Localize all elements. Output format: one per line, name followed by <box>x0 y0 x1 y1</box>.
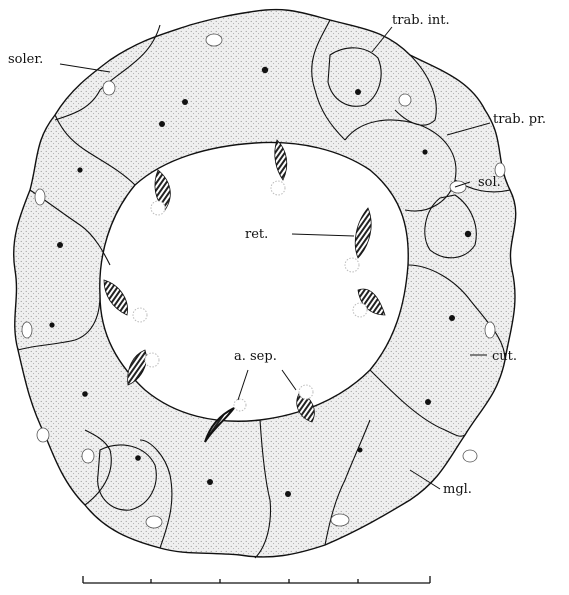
label-ret: ret. <box>245 227 268 242</box>
label-a-sep: a. sep. <box>234 349 277 364</box>
retinal-cell <box>271 140 287 195</box>
retinal-cell <box>104 280 147 322</box>
label-mgl: mgl. <box>443 482 472 497</box>
label-trab-pr: trab. pr. <box>493 112 546 127</box>
label-sol: sol. <box>478 175 501 190</box>
label-soler: soler. <box>8 52 43 67</box>
outer-ring-cuticle <box>14 10 516 557</box>
label-trab-int: trab. int. <box>392 13 450 28</box>
label-cut: cut. <box>492 349 517 364</box>
retinal-cell <box>151 170 170 215</box>
retinal-cell <box>128 350 159 385</box>
retinal-cell <box>345 208 371 272</box>
retinal-cell <box>353 289 385 317</box>
scale-bar <box>83 576 430 583</box>
